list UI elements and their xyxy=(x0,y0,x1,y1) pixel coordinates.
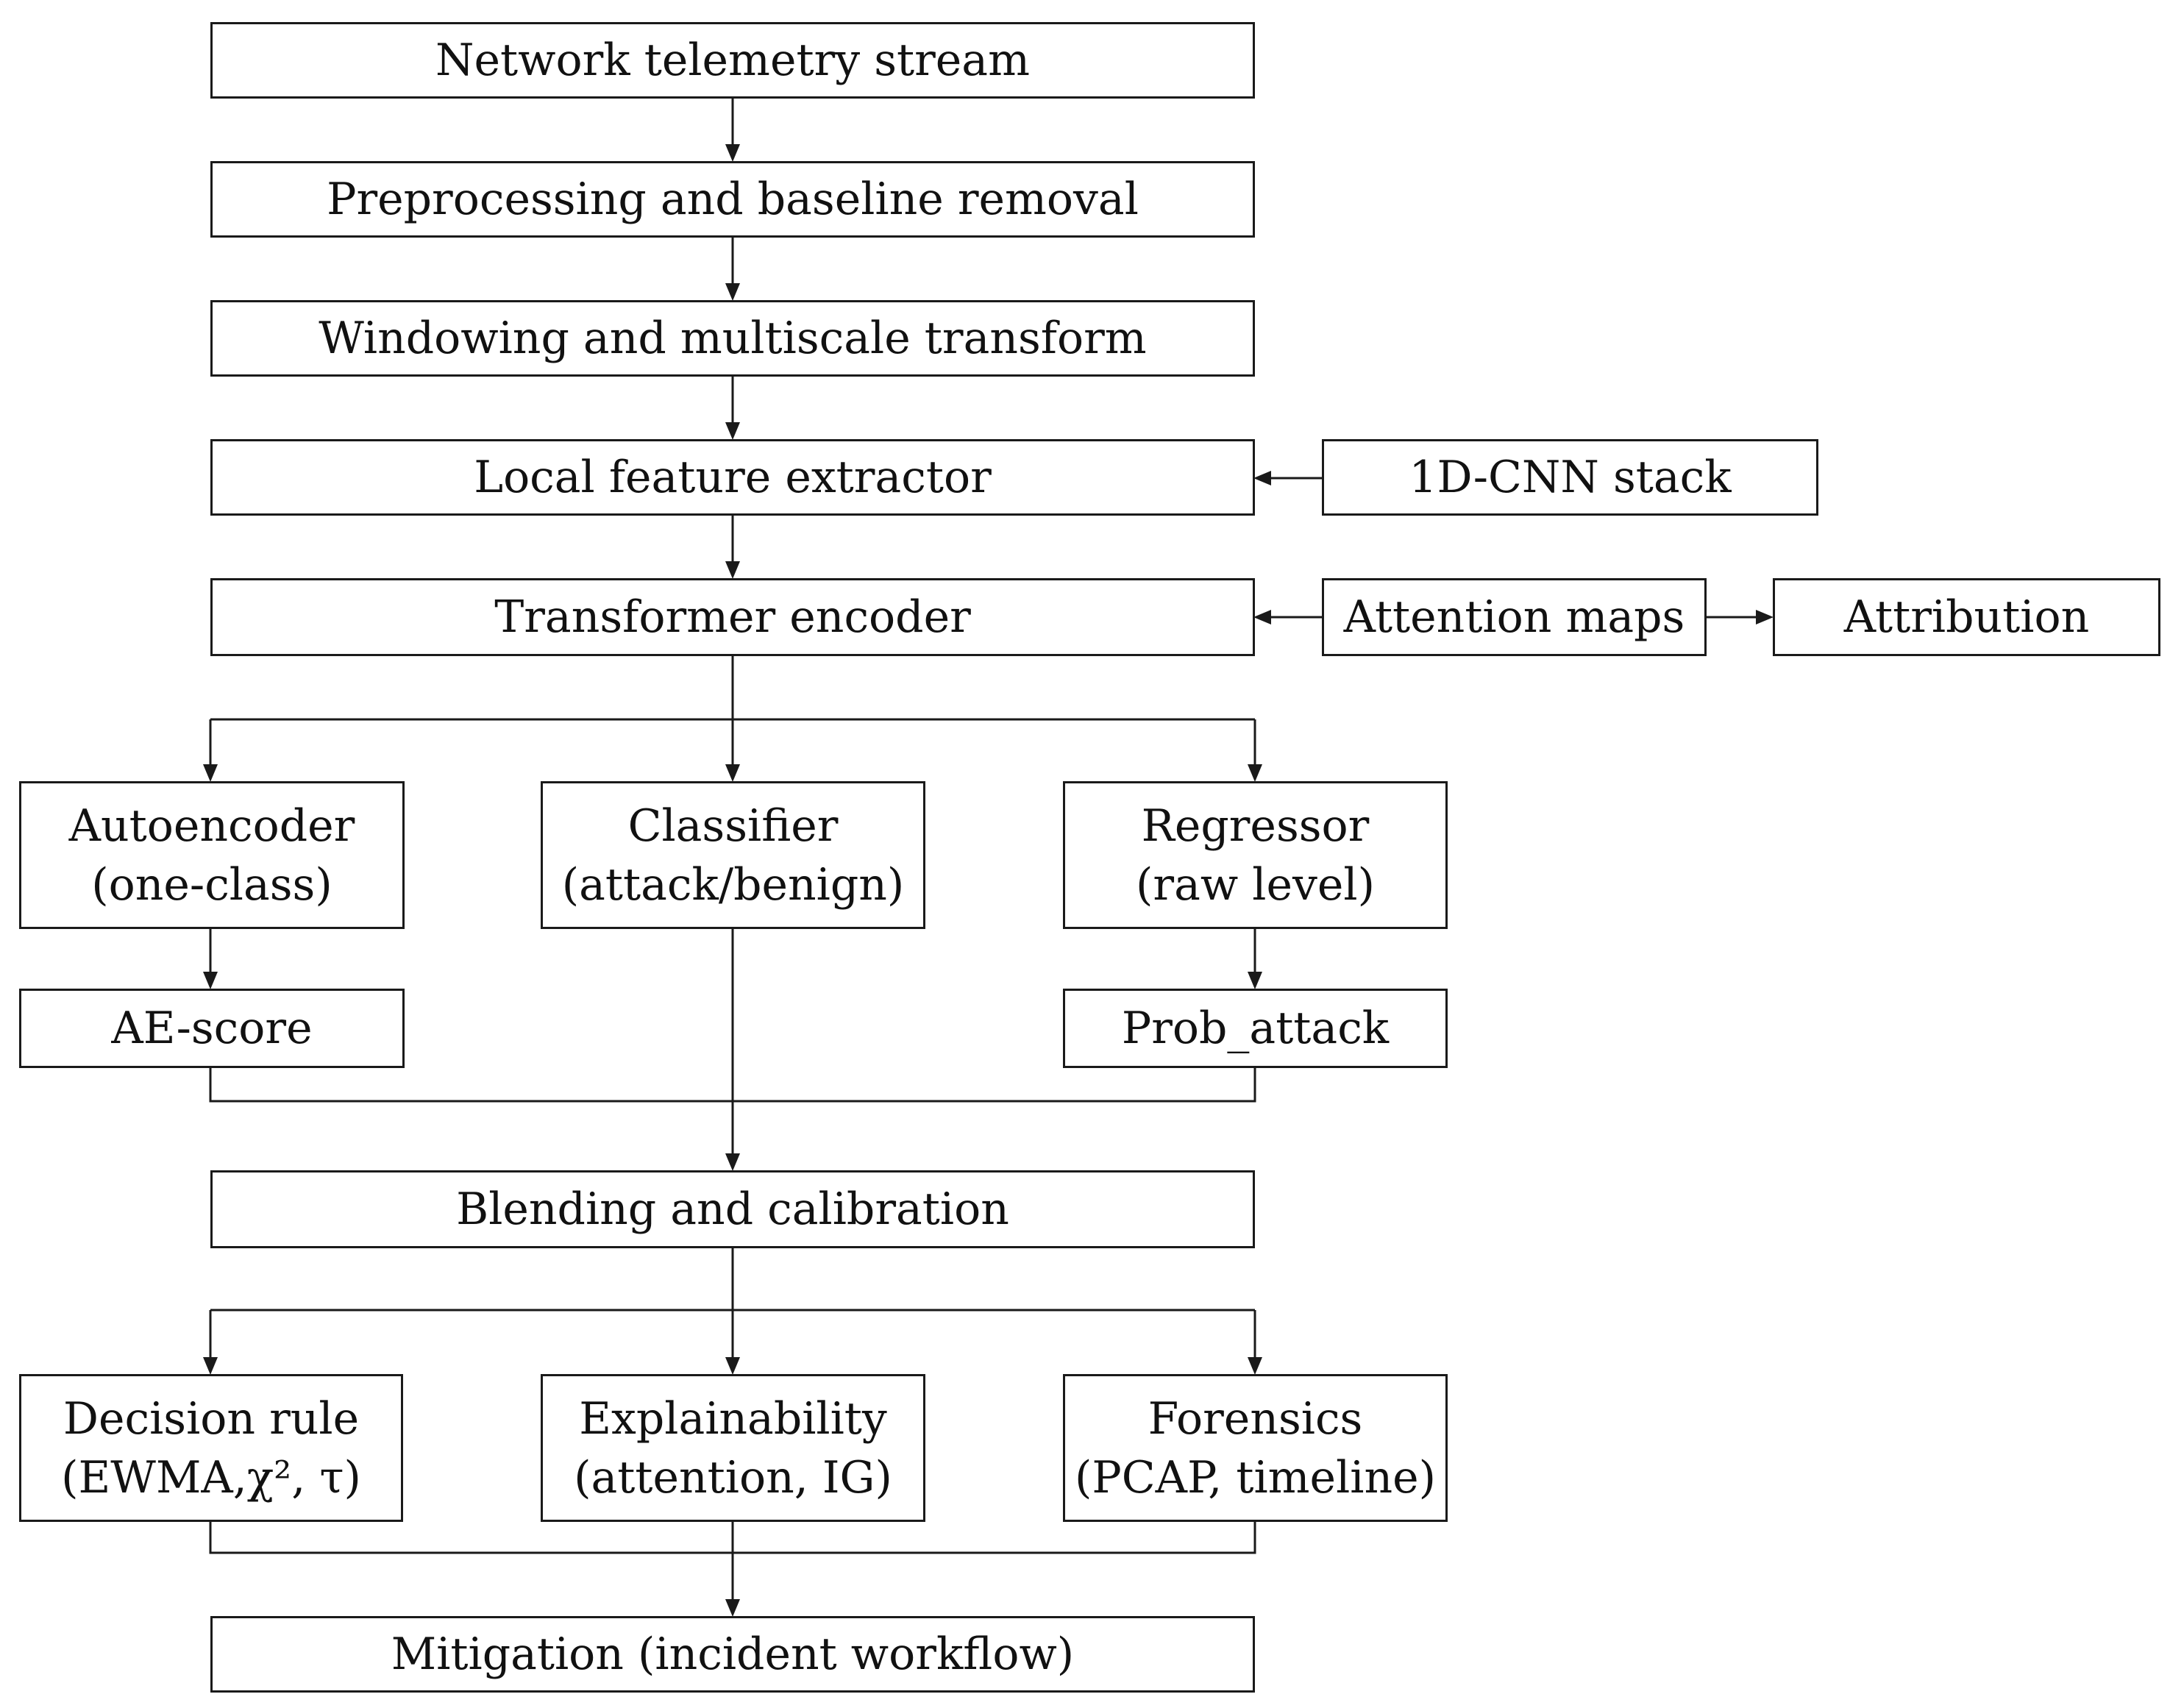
prob-attack-label: Prob_attack xyxy=(1121,1003,1390,1054)
cnn-stack-box: 1D-CNN stack xyxy=(1322,439,1818,516)
transformer-encoder-label: Transformer encoder xyxy=(494,591,971,643)
arrowhead xyxy=(725,1357,740,1375)
ae-score-box: AE-score xyxy=(19,989,405,1068)
merge-outputs-to-mitigation xyxy=(209,1522,1256,1601)
preprocessing-box: Preprocessing and baseline removal xyxy=(210,161,1255,238)
forensics-subtitle: (PCAP, timeline) xyxy=(1074,1451,1436,1504)
preprocessing-label: Preprocessing and baseline removal xyxy=(327,174,1139,225)
regressor-title: Regressor xyxy=(1141,800,1370,852)
autoencoder-box: Autoencoder (one-class) xyxy=(19,781,405,929)
arrowhead xyxy=(1248,1357,1262,1375)
classifier-box: Classifier (attack/benign) xyxy=(541,781,925,929)
arrowhead xyxy=(725,1599,740,1617)
forensics-title: Forensics xyxy=(1148,1392,1363,1445)
decision-rule-box: Decision rule (EWMA,χ², τ) xyxy=(19,1374,403,1522)
mitigation-box: Mitigation (incident workflow) xyxy=(210,1616,1255,1693)
fanout-blending-to-outputs xyxy=(209,1248,1256,1358)
explainability-box: Explainability (attention, IG) xyxy=(541,1374,925,1522)
attribution-label: Attribution xyxy=(1843,591,2090,643)
merge-scores-to-blending xyxy=(209,929,1256,1155)
arrowhead xyxy=(1253,471,1271,485)
explainability-title: Explainability xyxy=(579,1392,887,1445)
arrowhead xyxy=(725,764,740,782)
arrowhead xyxy=(725,144,740,162)
arrowhead xyxy=(1253,610,1271,625)
arrowhead xyxy=(203,764,218,782)
local-feature-extractor-box: Local feature extractor xyxy=(210,439,1255,516)
fanout-transformer-to-heads xyxy=(209,656,1256,765)
cnn-stack-label: 1D-CNN stack xyxy=(1409,452,1732,503)
blending-box: Blending and calibration xyxy=(210,1170,1255,1248)
mitigation-label: Mitigation (incident workflow) xyxy=(391,1629,1075,1680)
decision-rule-subtitle: (EWMA,χ², τ) xyxy=(61,1451,361,1504)
autoencoder-title: Autoencoder xyxy=(68,800,355,852)
attention-maps-box: Attention maps xyxy=(1322,578,1707,656)
arrowhead xyxy=(725,283,740,301)
regressor-subtitle: (raw level) xyxy=(1136,858,1375,911)
autoencoder-subtitle: (one-class) xyxy=(91,858,332,911)
telemetry-stream-box: Network telemetry stream xyxy=(210,22,1255,99)
windowing-label: Windowing and multiscale transform xyxy=(319,313,1147,364)
local-feature-extractor-label: Local feature extractor xyxy=(474,452,992,503)
blending-label: Blending and calibration xyxy=(456,1184,1009,1235)
arrowhead xyxy=(725,1153,740,1171)
decision-rule-title: Decision rule xyxy=(63,1392,360,1445)
windowing-box: Windowing and multiscale transform xyxy=(210,300,1255,377)
arrowhead xyxy=(203,1357,218,1375)
classifier-subtitle: (attack/benign) xyxy=(561,858,905,911)
prob-attack-box: Prob_attack xyxy=(1063,989,1448,1068)
transformer-encoder-box: Transformer encoder xyxy=(210,578,1255,656)
arrowhead xyxy=(725,422,740,440)
arrowhead xyxy=(1248,764,1262,782)
attention-maps-label: Attention maps xyxy=(1343,591,1685,643)
attribution-box: Attribution xyxy=(1773,578,2160,656)
telemetry-stream-label: Network telemetry stream xyxy=(435,35,1030,86)
arrowhead xyxy=(1248,972,1262,989)
forensics-box: Forensics (PCAP, timeline) xyxy=(1063,1374,1448,1522)
arrowhead xyxy=(203,972,218,989)
ae-score-label: AE-score xyxy=(111,1003,313,1054)
arrowhead xyxy=(1756,610,1774,625)
explainability-subtitle: (attention, IG) xyxy=(574,1451,892,1504)
regressor-box: Regressor (raw level) xyxy=(1063,781,1448,929)
arrowhead xyxy=(725,561,740,579)
classifier-title: Classifier xyxy=(627,800,839,852)
